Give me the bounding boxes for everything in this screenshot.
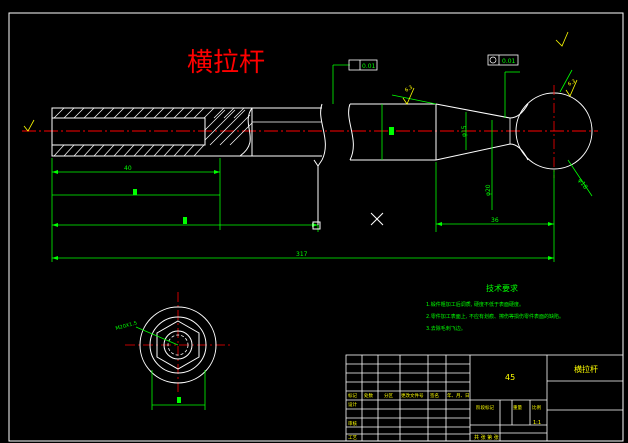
break-line-left (239, 107, 253, 157)
tb-label-0: 标记 (348, 392, 357, 399)
hatch-top (53, 107, 245, 119)
tb-stage-0: 阶段标记 (476, 404, 494, 411)
dimensions (51, 64, 593, 262)
title-block-material: 45 (505, 373, 515, 382)
svg-text:0.01: 0.01 (362, 63, 376, 70)
dimension-arrows (52, 170, 554, 260)
dim-taper-diameter: φ15 (461, 125, 468, 137)
end-view-dim-marker (177, 397, 181, 403)
drawing-border (8, 12, 624, 442)
tb-label-1: 处数 (364, 392, 373, 399)
tb-row-2: 工艺 (348, 435, 357, 441)
tb-stage-2: 比例 (532, 404, 541, 411)
thread-bore (51, 117, 206, 146)
dim-mid-marker (133, 189, 137, 195)
dim-thread-length: 40 (124, 165, 132, 172)
roughness-corner (555, 31, 569, 47)
roughness-left-value: 6.3 (404, 85, 414, 94)
svg-text:0.01: 0.01 (502, 58, 516, 65)
tolerance-frame-2: 0.01 (487, 54, 519, 66)
tb-label-2: 分区 (384, 392, 393, 399)
tb-label-3: 更改文件号 (401, 392, 424, 399)
title-block-part-name: 横拉杆 (574, 364, 598, 374)
taper-neck (435, 103, 529, 161)
hatch-bottom (53, 144, 205, 157)
dim-total-length: 317 (296, 251, 308, 258)
datum-left (23, 119, 35, 132)
dim-neck-diameter: φ20 (485, 184, 492, 196)
tb-label-5: 年、月、日 (447, 392, 470, 399)
title-block-scale: 1:1 (533, 420, 541, 426)
roughness-right (565, 79, 578, 97)
roughness-right-value: 6.3 (567, 79, 577, 88)
tech-heading: 技术要求 (486, 283, 518, 293)
thread-section (51, 107, 253, 157)
title-block (345, 354, 624, 442)
hatch-end (204, 109, 253, 146)
tb-row-0: 设计 (348, 401, 357, 408)
roughness-left (402, 87, 415, 105)
end-view (125, 292, 230, 395)
tb-stage-1: 重量 (513, 404, 522, 411)
main-view (22, 85, 598, 178)
tech-line-1: 1.锻件粗加工后调质, 硬度不低于表面硬度。 (426, 301, 524, 308)
drawing-title: 横拉杆 (187, 48, 265, 78)
break-line-middle-b (348, 103, 354, 161)
tolerance-frame-1: 0.01 (348, 59, 378, 71)
section-marker (312, 159, 384, 230)
dim-mid-marker-2 (183, 217, 187, 224)
end-view-dims (135, 326, 206, 410)
tb-label-4: 签名 (430, 392, 439, 399)
tech-line-2: 2.零件加工表面上, 不应有划痕、擦伤等损伤零件表面的缺陷。 (426, 313, 564, 320)
dim-rod-marker (389, 127, 394, 135)
title-block-sheet: 共 张 第 张 (474, 434, 499, 441)
tech-line-3: 3.去除毛刺飞边。 (426, 325, 466, 332)
hex-label: M20X1.5 (115, 320, 138, 332)
tb-row-1: 审核 (348, 420, 357, 427)
break-line-middle-a (320, 103, 326, 161)
dim-right-length: 36 (491, 217, 499, 224)
